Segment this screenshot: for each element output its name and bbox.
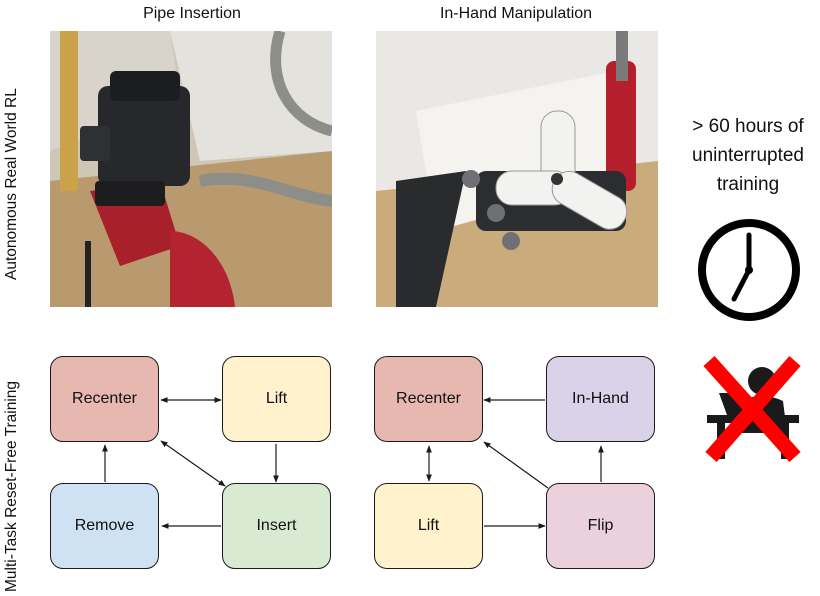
node-lift-pipe: Lift (222, 356, 331, 442)
row-label-autonomous-rl: Autonomous Real World RL (3, 88, 20, 280)
clock-icon (698, 219, 800, 321)
node-remove: Remove (50, 483, 159, 569)
node-insert: Insert (222, 483, 331, 569)
in-hand-manipulation-photo (376, 31, 658, 307)
node-lift-hand: Lift (374, 483, 483, 569)
node-in-hand: In-Hand (546, 356, 655, 442)
training-duration-note: > 60 hours of uninterrupted training (692, 116, 804, 195)
pipe-insertion-photo (50, 31, 332, 307)
node-recenter-hand: Recenter (374, 356, 483, 442)
edge-flip-recenter (483, 441, 549, 489)
in-hand-manipulation-title: In-Hand Manipulation (439, 5, 593, 22)
node-recenter-pipe: Recenter (50, 356, 159, 442)
node-flip: Flip (546, 483, 655, 569)
no-human-reset-icon (703, 355, 801, 463)
row-label-reset-free-training: Multi-Task Reset-Free Training (3, 380, 20, 592)
pipe-insertion-title: Pipe Insertion (143, 5, 241, 22)
edge-insert-recenter (160, 440, 226, 487)
